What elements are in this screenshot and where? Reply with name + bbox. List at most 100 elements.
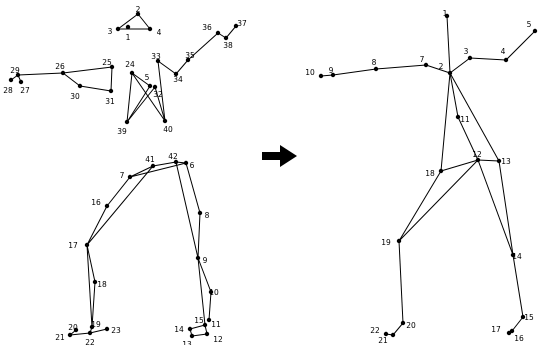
keypoint-label-scattered-upper-32: 32 (153, 90, 163, 99)
keypoint-label-assembled-skeleton-12: 12 (472, 150, 482, 159)
keypoint-scattered-upper-25 (109, 64, 115, 70)
keypoint-scattered-lower-42 (173, 159, 179, 165)
keypoint-scattered-upper-5 (147, 83, 153, 89)
keypoint-label-scattered-lower-7: 7 (120, 171, 125, 180)
keypoint-label-scattered-upper-37: 37 (237, 19, 247, 28)
edge-assembled-skeleton-18-12 (440, 159, 479, 172)
keypoint-label-assembled-skeleton-22: 22 (370, 326, 380, 335)
edge-assembled-skeleton-12-13 (477, 159, 500, 162)
keypoint-label-assembled-skeleton-4: 4 (501, 47, 506, 56)
keypoint-scattered-lower-8 (197, 210, 203, 216)
edge-scattered-upper-39-32 (126, 86, 156, 123)
edge-assembled-skeleton-11-12 (457, 116, 479, 161)
keypoint-label-scattered-lower-6: 6 (190, 161, 195, 170)
keypoint-scattered-lower-13 (189, 333, 195, 339)
edge-assembled-skeleton-8-9 (332, 68, 377, 76)
edge-assembled-skeleton-15-16 (511, 316, 524, 332)
keypoint-label-scattered-upper-25: 25 (102, 58, 112, 67)
edge-scattered-lower-13-12 (191, 333, 208, 337)
edge-assembled-skeleton-12-14 (477, 159, 514, 256)
keypoint-label-assembled-skeleton-16: 16 (514, 334, 524, 343)
keypoint-scattered-upper-3 (115, 26, 121, 32)
edge-scattered-lower-16-17 (86, 205, 108, 246)
keypoint-label-scattered-upper-36: 36 (202, 23, 212, 32)
keypoint-label-scattered-lower-42: 42 (168, 152, 178, 161)
edge-scattered-lower-8-9 (197, 212, 201, 259)
keypoint-label-scattered-lower-20: 20 (68, 323, 78, 332)
keypoint-scattered-upper-32 (152, 84, 158, 90)
keypoint-assembled-skeleton-20 (400, 320, 406, 326)
keypoint-scattered-upper-30 (77, 83, 83, 89)
keypoint-assembled-skeleton-18 (438, 168, 444, 174)
edge-scattered-lower-42-9 (175, 161, 199, 259)
edge-assembled-skeleton-13-14 (498, 160, 514, 256)
keypoint-scattered-upper-34 (173, 71, 179, 77)
edge-scattered-upper-40-32 (154, 86, 166, 122)
edge-scattered-lower-17-19 (86, 244, 93, 328)
keypoint-label-assembled-skeleton-20: 20 (406, 321, 416, 330)
keypoint-scattered-upper-26 (60, 70, 66, 76)
keypoint-label-assembled-skeleton-3: 3 (464, 47, 469, 56)
edge-assembled-skeleton-2-13 (449, 72, 500, 162)
keypoint-label-scattered-upper-30: 30 (70, 92, 80, 101)
keypoint-label-scattered-lower-9: 9 (203, 256, 208, 265)
edge-assembled-skeleton-20-21 (392, 322, 404, 336)
edge-assembled-skeleton-19-20 (398, 240, 404, 324)
edge-scattered-upper-24-39 (126, 72, 133, 123)
edge-scattered-lower-9-10 (197, 257, 212, 293)
keypoint-scattered-upper-28 (8, 77, 14, 83)
keypoint-scattered-upper-35 (185, 57, 191, 63)
keypoint-scattered-upper-24 (129, 70, 135, 76)
transform-arrow-icon (262, 145, 297, 167)
edge-scattered-lower-14-15 (189, 324, 206, 330)
edge-assembled-skeleton-7-8 (375, 64, 427, 70)
keypoint-scattered-lower-12 (204, 331, 210, 337)
edge-scattered-lower-21-22 (69, 332, 91, 336)
edge-scattered-upper-24-40 (131, 72, 166, 122)
keypoint-assembled-skeleton-11 (455, 114, 461, 120)
keypoint-label-scattered-upper-2: 2 (136, 5, 141, 14)
keypoint-label-scattered-lower-23: 23 (111, 326, 121, 335)
keypoint-scattered-lower-22 (87, 330, 93, 336)
keypoint-label-scattered-upper-35: 35 (185, 51, 195, 60)
edge-scattered-lower-17-41 (86, 165, 154, 246)
keypoint-label-scattered-upper-34: 34 (173, 75, 183, 84)
edge-scattered-upper-29-26 (17, 72, 64, 76)
edge-scattered-upper-34-35 (175, 59, 189, 75)
keypoint-scattered-lower-23 (104, 326, 110, 332)
edge-assembled-skeleton-3-4 (469, 57, 507, 61)
keypoint-assembled-skeleton-22 (383, 331, 389, 337)
edge-scattered-upper-40-33 (157, 60, 166, 122)
keypoint-scattered-lower-20 (73, 327, 79, 333)
nodes-layer (8, 11, 538, 339)
keypoint-assembled-skeleton-3 (467, 55, 473, 61)
keypoint-label-assembled-skeleton-2: 2 (439, 62, 444, 71)
keypoint-scattered-upper-37 (233, 23, 239, 29)
keypoint-assembled-skeleton-17 (506, 330, 512, 336)
keypoint-label-assembled-skeleton-17: 17 (491, 325, 501, 334)
keypoint-label-assembled-skeleton-5: 5 (527, 20, 532, 29)
keypoint-assembled-skeleton-13 (496, 158, 502, 164)
keypoint-label-assembled-skeleton-21: 21 (378, 336, 388, 345)
keypoint-scattered-lower-17 (84, 242, 90, 248)
keypoint-assembled-skeleton-21 (390, 332, 396, 338)
edge-scattered-upper-35-36 (187, 32, 219, 61)
keypoint-assembled-skeleton-19 (396, 238, 402, 244)
keypoint-assembled-skeleton-2 (447, 70, 453, 76)
keypoint-label-assembled-skeleton-9: 9 (329, 66, 334, 75)
keypoint-label-assembled-skeleton-13: 13 (501, 157, 511, 166)
keypoint-label-scattered-lower-12: 12 (213, 335, 223, 344)
keypoint-label-scattered-upper-5: 5 (145, 73, 150, 82)
keypoint-label-scattered-upper-28: 28 (3, 86, 13, 95)
keypoint-label-scattered-upper-31: 31 (105, 97, 115, 106)
keypoint-scattered-upper-38 (223, 35, 229, 41)
keypoint-label-assembled-skeleton-14: 14 (512, 252, 522, 261)
keypoint-assembled-skeleton-10 (318, 73, 324, 79)
keypoint-label-scattered-upper-33: 33 (151, 52, 161, 61)
edge-scattered-upper-38-37 (225, 25, 237, 39)
keypoint-label-scattered-lower-18: 18 (97, 280, 107, 289)
keypoint-label-scattered-lower-8: 8 (205, 211, 210, 220)
keypoint-scattered-upper-4 (147, 26, 153, 32)
keypoint-scattered-upper-33 (155, 58, 161, 64)
